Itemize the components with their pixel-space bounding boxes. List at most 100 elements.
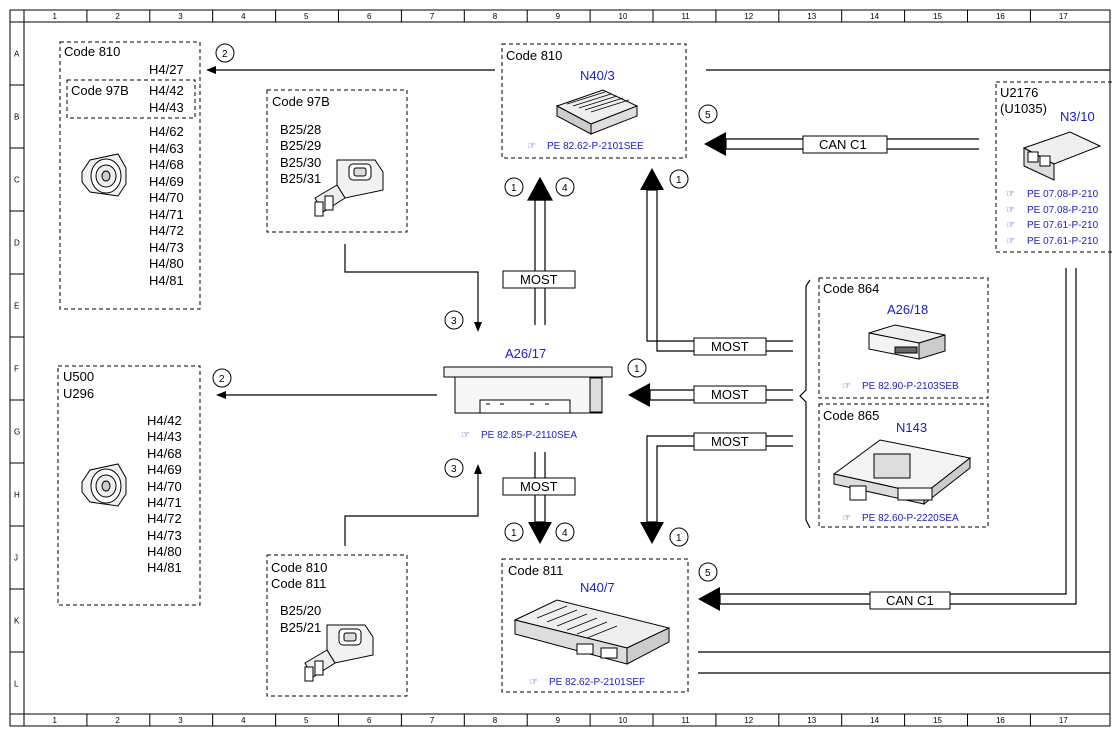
marker-1: 1 bbox=[669, 169, 689, 189]
cd-changer-code: Code 864 bbox=[823, 281, 879, 296]
bus-label-can-top: CAN C1 bbox=[802, 135, 888, 154]
svg-text:3: 3 bbox=[451, 316, 457, 327]
grid-row-label: B bbox=[14, 113, 19, 122]
marker-circles: 2 2 5 5 1 4 1 3 3 1 1 4 1 bbox=[212, 43, 718, 582]
ref-icon: ☞ bbox=[1006, 236, 1015, 247]
gateway-code-1: (U1035) bbox=[1000, 101, 1047, 116]
amplifier-top-box: Code 810 N40/3 ☞ PE 82.62-P-2101SEE bbox=[501, 43, 687, 159]
gateway-code-0: U2176 bbox=[1000, 85, 1038, 100]
grid-column-label: 8 bbox=[493, 716, 498, 725]
svg-text:CAN C1: CAN C1 bbox=[819, 137, 867, 152]
usb-bottom-box: Code 810 Code 811 B25/20 B25/21 bbox=[266, 554, 408, 697]
marker-1: 1 bbox=[504, 177, 524, 197]
svg-text:4: 4 bbox=[562, 183, 568, 194]
speakers-top-item: H4/68 bbox=[149, 157, 184, 172]
grid-column-label: 4 bbox=[241, 12, 246, 21]
grid-column-label: 11 bbox=[681, 716, 690, 725]
grid-row-label: K bbox=[14, 617, 20, 626]
speakers-bottom-item: H4/69 bbox=[147, 462, 182, 477]
gateway-ref-1: PE 07.08-P-210 bbox=[1027, 205, 1099, 216]
grid-column-label: 10 bbox=[619, 716, 628, 725]
speakers-bottom-item: H4/71 bbox=[147, 495, 182, 510]
usb-top-box: Code 97B B25/28 B25/29 B25/30 B25/31 bbox=[266, 89, 408, 233]
speakers-bottom-item: H4/43 bbox=[147, 429, 182, 444]
tv-tuner-icon bbox=[832, 439, 972, 506]
usb-socket-icon bbox=[304, 624, 374, 682]
grid-column-label: 13 bbox=[807, 716, 816, 725]
marker-3: 3 bbox=[444, 310, 464, 330]
ref-icon: ☞ bbox=[529, 677, 538, 688]
grid-column-label: 17 bbox=[1059, 12, 1068, 21]
tv-tuner-ref: PE 82.60-P-2220SEA bbox=[862, 513, 959, 524]
gateway-id: N3/10 bbox=[1060, 109, 1095, 124]
tv-tuner-id: N143 bbox=[896, 420, 927, 435]
svg-text:5: 5 bbox=[705, 110, 711, 121]
marker-1: 1 bbox=[669, 527, 689, 547]
grid-column-label: 1 bbox=[52, 12, 57, 21]
grid-row-label: F bbox=[14, 365, 19, 374]
amplifier-bottom-box: Code 811 N40/7 ☞ PE 82.62-P-2101SEF bbox=[501, 558, 689, 693]
usb-top-item: B25/31 bbox=[280, 171, 321, 186]
speakers-bottom-item: H4/68 bbox=[147, 446, 182, 461]
cd-changer-box: Code 864 A26/18 ☞ PE 82.90-P-2103SEB bbox=[818, 277, 989, 399]
speakers-top-sub-item-1: H4/43 bbox=[149, 100, 184, 115]
grid-column-label: 8 bbox=[493, 12, 498, 21]
ref-icon: ☞ bbox=[461, 430, 470, 441]
grid-column-label: 7 bbox=[430, 716, 435, 725]
grid-row-label: L bbox=[14, 680, 19, 689]
speakers-bottom-box: U500 U296 H4/42 H4/43 H4/68 H4/69 H4/70 … bbox=[57, 365, 201, 606]
svg-text:1: 1 bbox=[676, 175, 682, 186]
marker-4: 4 bbox=[555, 177, 575, 197]
svg-text:MOST: MOST bbox=[711, 387, 749, 402]
speakers-top-item: H4/63 bbox=[149, 141, 184, 156]
grid-column-label: 1 bbox=[52, 716, 57, 725]
grid-column-label: 12 bbox=[744, 12, 753, 21]
grid-row-label: G bbox=[14, 428, 20, 437]
cd-changer-id: A26/18 bbox=[887, 302, 928, 317]
bus-label-most-down: MOST bbox=[502, 477, 576, 496]
marker-1: 1 bbox=[627, 358, 647, 378]
svg-text:4: 4 bbox=[562, 528, 568, 539]
gateway-icon bbox=[1022, 131, 1102, 181]
grid-column-label: 17 bbox=[1059, 716, 1068, 725]
speakers-top-item: H4/81 bbox=[149, 273, 184, 288]
svg-text:1: 1 bbox=[676, 533, 682, 544]
speakers-top-item: H4/70 bbox=[149, 190, 184, 205]
speaker-icon bbox=[81, 463, 127, 507]
gateway-ref-3: PE 07.61-P-210 bbox=[1027, 236, 1099, 247]
grid-column-label: 14 bbox=[870, 12, 879, 21]
ref-icon: ☞ bbox=[1006, 189, 1015, 200]
grid-column-label: 12 bbox=[744, 716, 753, 725]
speakers-top-item: H4/80 bbox=[149, 256, 184, 271]
grid-column-label: 3 bbox=[178, 716, 183, 725]
speaker-icon bbox=[81, 153, 127, 197]
grid-column-label: 16 bbox=[996, 716, 1005, 725]
grid-row-label: E bbox=[14, 302, 19, 311]
grid-column-label: 16 bbox=[996, 12, 1005, 21]
speakers-top-code: Code 810 bbox=[64, 44, 120, 59]
grid-column-label: 13 bbox=[807, 12, 816, 21]
speakers-bottom-item: H4/80 bbox=[147, 544, 182, 559]
gateway-box: U2176 (U1035) N3/10 ☞ PE 07.08-P-210 ☞ P… bbox=[995, 81, 1113, 253]
amp-bottom-id: N40/7 bbox=[580, 580, 615, 595]
bus-label-most-right-1: MOST bbox=[693, 337, 767, 356]
head-unit: A26/17 ☞ PE 82.85-P-2110SEA bbox=[443, 346, 613, 441]
head-unit-icon bbox=[443, 366, 613, 414]
grid-column-label: 5 bbox=[304, 12, 309, 21]
speakers-top-box: Code 810 H4/27 Code 97B H4/42 H4/43 H4/6… bbox=[59, 41, 201, 310]
amplifier-icon bbox=[513, 599, 671, 665]
svg-text:MOST: MOST bbox=[711, 339, 749, 354]
usb-top-item: B25/28 bbox=[280, 122, 321, 137]
speakers-bottom-code-1: U296 bbox=[63, 386, 94, 401]
usb-bottom-code-0: Code 810 bbox=[271, 560, 327, 575]
grid-row-label: H bbox=[14, 491, 20, 500]
speakers-top-item: H4/69 bbox=[149, 174, 184, 189]
marker-4: 4 bbox=[555, 522, 575, 542]
marker-3: 3 bbox=[444, 458, 464, 478]
grid-row-label: C bbox=[14, 176, 20, 185]
usb-top-item: B25/30 bbox=[280, 155, 321, 170]
speakers-top-first: H4/27 bbox=[149, 62, 184, 77]
